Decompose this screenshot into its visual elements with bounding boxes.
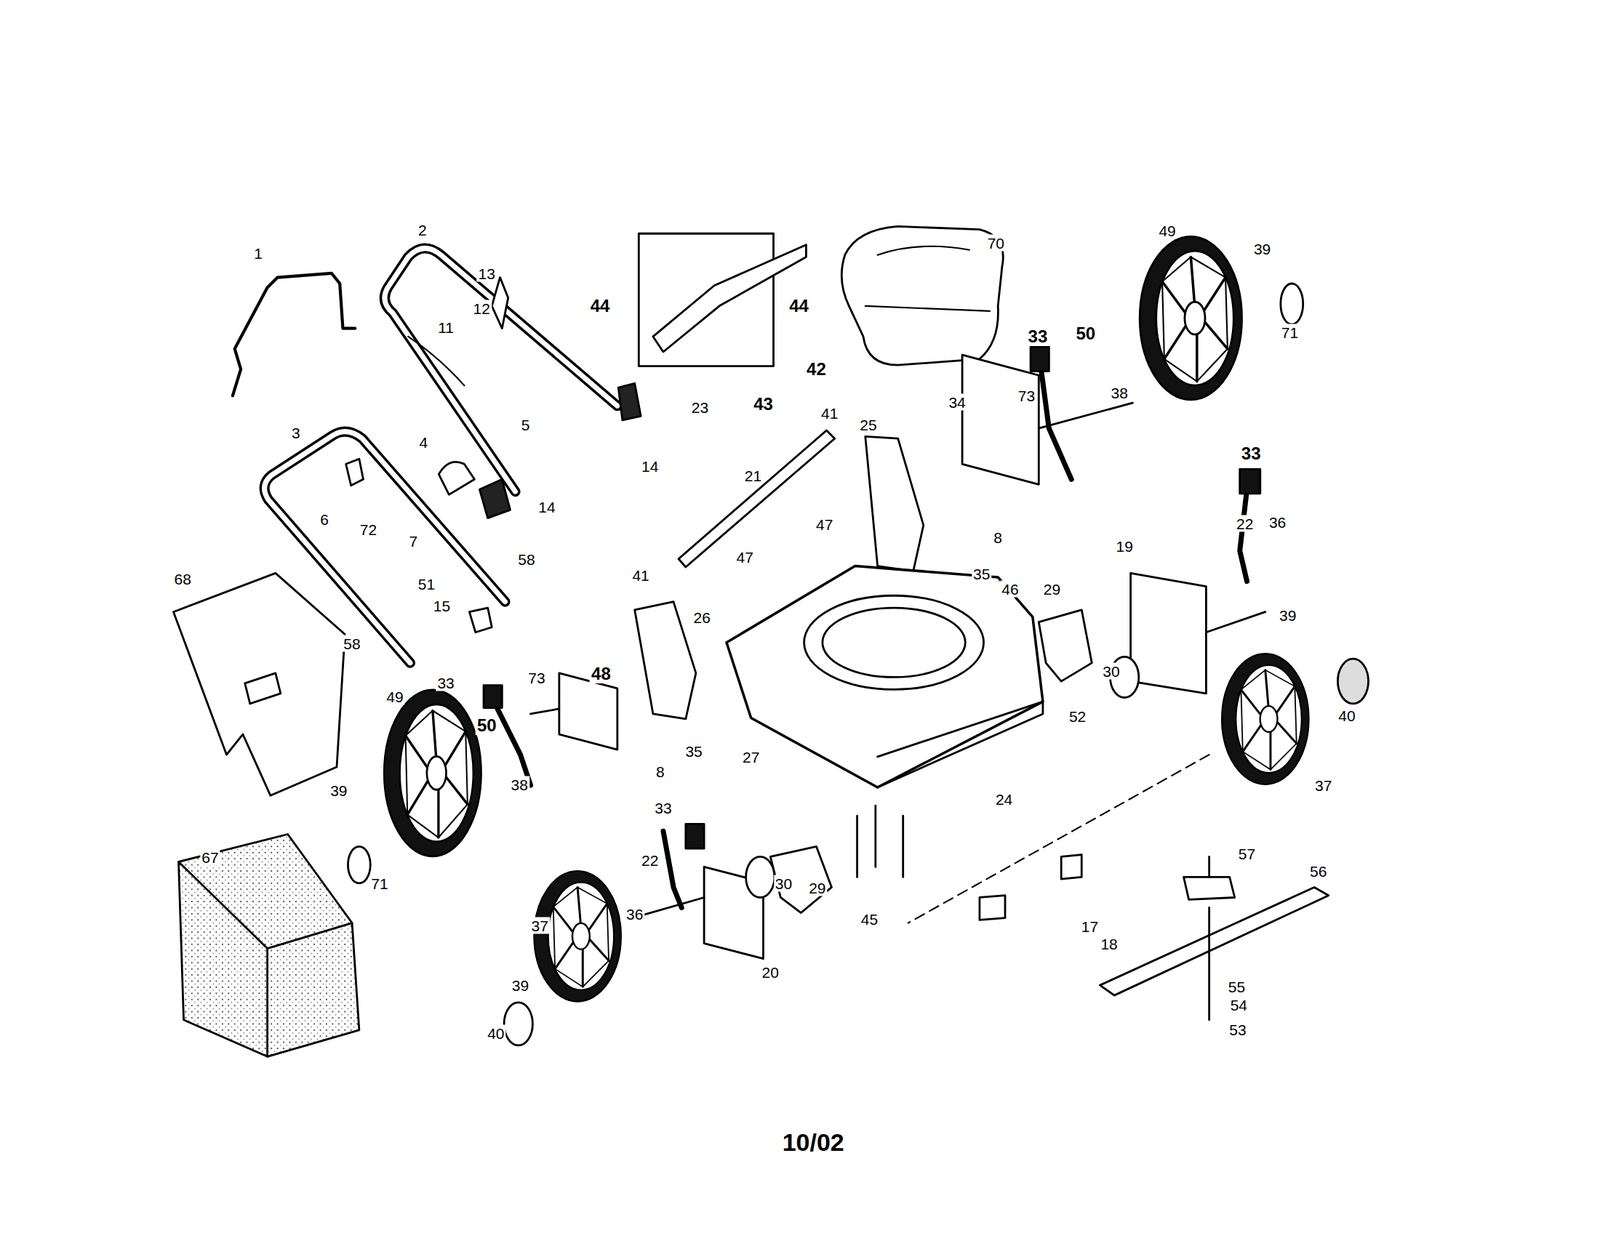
callout-number: 33 bbox=[653, 800, 673, 817]
callout-number: 39 bbox=[328, 782, 349, 800]
callout-number: 1 bbox=[252, 244, 264, 262]
callout-number: 2 bbox=[416, 221, 429, 238]
callout-number: 29 bbox=[1042, 580, 1062, 598]
callout-number: 6 bbox=[318, 511, 331, 528]
callout-number: 73 bbox=[1016, 387, 1037, 405]
callout-number: 44 bbox=[589, 296, 612, 316]
callout-number: 7 bbox=[407, 532, 419, 550]
callout-number: 3 bbox=[290, 424, 302, 441]
callout-number: 24 bbox=[994, 790, 1014, 808]
callout-number: 17 bbox=[1080, 917, 1100, 935]
callout-number: 14 bbox=[536, 498, 557, 516]
callout-number: 43 bbox=[752, 394, 775, 414]
callout-number: 58 bbox=[516, 550, 536, 568]
callout-number: 20 bbox=[760, 964, 781, 982]
callout-number: 40 bbox=[1336, 706, 1357, 724]
callout-number: 40 bbox=[485, 1025, 506, 1043]
callout-number: 39 bbox=[510, 977, 531, 995]
callout-number: 25 bbox=[858, 416, 878, 433]
callout-number: 57 bbox=[1237, 845, 1257, 863]
callout-number: 23 bbox=[690, 398, 710, 416]
callout-number: 49 bbox=[1157, 222, 1177, 240]
callout-number: 29 bbox=[807, 879, 827, 896]
callout-number: 8 bbox=[992, 529, 1004, 547]
callout-number: 37 bbox=[1313, 777, 1334, 795]
callout-number: 35 bbox=[971, 565, 992, 582]
callout-number: 35 bbox=[683, 742, 704, 760]
callout-number: 44 bbox=[787, 296, 811, 316]
callout-number: 13 bbox=[477, 265, 497, 283]
callout-number: 58 bbox=[341, 635, 362, 653]
callout-number: 27 bbox=[741, 749, 761, 766]
callout-number: 14 bbox=[640, 458, 660, 475]
callout-number: 46 bbox=[1000, 580, 1020, 598]
callout-number: 22 bbox=[640, 851, 660, 869]
revision-date: 10/02 bbox=[782, 1128, 845, 1158]
callout-number: 47 bbox=[814, 516, 835, 534]
callout-number: 4 bbox=[417, 433, 430, 451]
callout-number: 55 bbox=[1226, 978, 1247, 995]
callout-number: 67 bbox=[200, 848, 220, 866]
callout-number: 45 bbox=[859, 911, 880, 928]
callout-number: 18 bbox=[1098, 935, 1119, 952]
callout-number: 33 bbox=[435, 674, 456, 691]
callout-number: 51 bbox=[416, 575, 437, 592]
callout-number: 56 bbox=[1308, 863, 1328, 880]
callout-number: 15 bbox=[432, 597, 452, 615]
callout-number: 36 bbox=[624, 906, 645, 923]
callout-number: 22 bbox=[1234, 514, 1255, 532]
callout-number: 70 bbox=[986, 234, 1006, 251]
callout-number: 49 bbox=[384, 688, 405, 706]
callout-number: 39 bbox=[1277, 607, 1298, 624]
callout-number: 41 bbox=[819, 405, 840, 422]
callout-number: 71 bbox=[369, 875, 390, 893]
callout-number: 72 bbox=[358, 521, 379, 539]
callout-number: 19 bbox=[1114, 537, 1134, 555]
callout-number: 53 bbox=[1227, 1021, 1248, 1038]
callout-number: 12 bbox=[472, 299, 492, 317]
callout-number: 37 bbox=[530, 917, 550, 934]
callout-number: 54 bbox=[1229, 997, 1249, 1014]
callout-number: 50 bbox=[1074, 324, 1097, 344]
callout-number: 68 bbox=[172, 570, 192, 587]
callout-number: 34 bbox=[946, 393, 967, 411]
callout-number: 8 bbox=[654, 762, 667, 780]
callout-number: 48 bbox=[589, 664, 613, 684]
callout-number: 38 bbox=[1109, 384, 1129, 402]
callout-number: 5 bbox=[520, 416, 532, 433]
callout-number: 11 bbox=[436, 319, 456, 336]
callout-number: 21 bbox=[743, 466, 763, 484]
callout-number: 39 bbox=[1252, 240, 1272, 258]
callout-number: 26 bbox=[692, 608, 712, 626]
callout-number: 52 bbox=[1067, 707, 1088, 725]
callout-number: 41 bbox=[630, 567, 651, 584]
callout-number: 73 bbox=[526, 669, 547, 686]
callout-number: 38 bbox=[509, 776, 529, 793]
callout-number: 47 bbox=[735, 549, 755, 566]
callout-number: 30 bbox=[773, 875, 794, 893]
callout-number: 33 bbox=[1240, 444, 1263, 464]
callout-number: 50 bbox=[475, 716, 499, 736]
callout-number: 36 bbox=[1267, 514, 1288, 531]
callout-number: 33 bbox=[1026, 327, 1050, 347]
callout-number: 30 bbox=[1101, 663, 1121, 680]
callout-number: 42 bbox=[805, 360, 828, 379]
callout-number: 71 bbox=[1280, 324, 1300, 342]
